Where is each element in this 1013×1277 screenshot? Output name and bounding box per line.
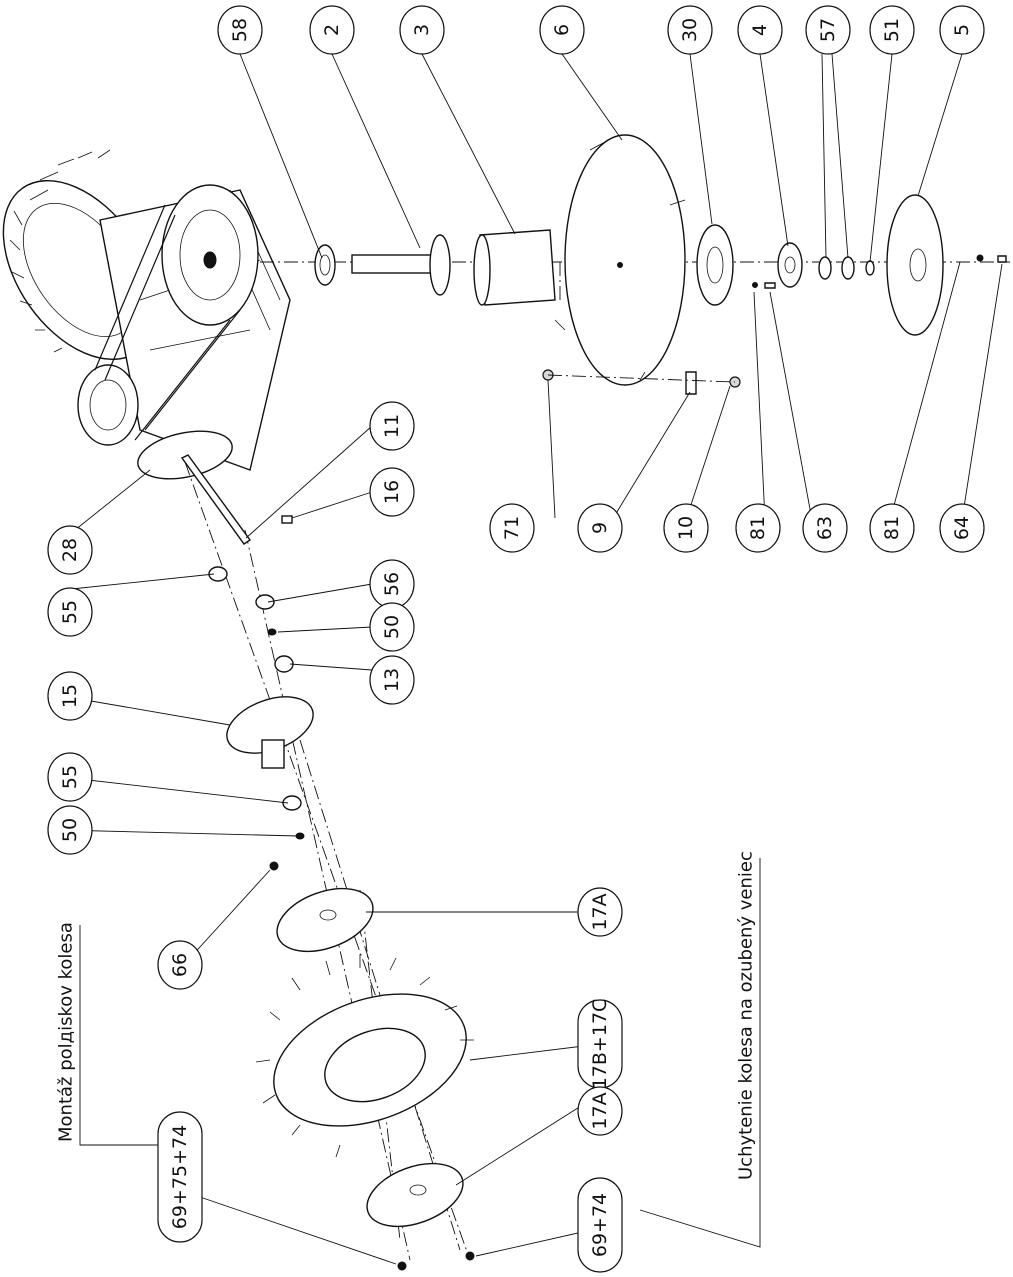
bolts-69 — [397, 1251, 475, 1271]
part-51-ring — [865, 260, 875, 276]
callout-50-upper: 50 — [381, 615, 403, 639]
small-fasteners — [542, 254, 1007, 395]
part-58-bearing — [314, 244, 336, 286]
callout-bubbles — [47, 5, 985, 1273]
callout-64: 64 — [951, 516, 973, 540]
callout-30: 30 — [679, 18, 701, 42]
part-17A-disc-top — [276, 887, 374, 953]
callout-55-upper: 55 — [59, 600, 81, 624]
callout-15: 15 — [59, 684, 81, 708]
callout-69-75-74: 69+75+74 — [169, 1125, 191, 1229]
callout-28: 28 — [59, 538, 81, 562]
callout-17A-top: 17A — [589, 893, 611, 930]
part-15-gear-plate — [226, 696, 314, 769]
callout-4: 4 — [749, 24, 771, 36]
callout-50-lower: 50 — [59, 818, 81, 842]
callout-11: 11 — [381, 414, 403, 438]
callout-17A-bottom: 17A — [589, 1092, 611, 1129]
callout-9: 9 — [589, 522, 611, 534]
part-66-bolt — [269, 861, 279, 871]
callout-66: 66 — [169, 953, 191, 977]
part-3-sleeve — [473, 229, 556, 306]
callout-56: 56 — [381, 572, 403, 596]
callout-57: 57 — [817, 18, 839, 42]
part-5-disc — [886, 194, 944, 336]
part-30-hub — [696, 224, 734, 306]
part-2-shaft — [351, 234, 451, 296]
part-4-flange — [777, 242, 803, 288]
callout-81-lower: 81 — [881, 516, 903, 540]
part-55-bearing-b — [282, 795, 302, 811]
part-55-bearing-a — [208, 566, 228, 582]
callout-3: 3 — [411, 24, 433, 36]
callout-16: 16 — [381, 480, 403, 504]
part-16-pin — [281, 515, 293, 524]
part-56-bearing — [255, 594, 275, 610]
callout-71: 71 — [501, 516, 523, 540]
callout-58: 58 — [229, 18, 251, 42]
callout-6: 6 — [551, 24, 573, 36]
machine-body — [2, 149, 291, 480]
part-50-ring-a — [267, 628, 277, 636]
caption-wheel-ring-mount: Uchytenie kolesa na ozubený veniec — [736, 851, 757, 1180]
callout-5: 5 — [951, 24, 973, 36]
callout-17B-17C: 17B+17C — [589, 999, 611, 1090]
callout-2: 2 — [321, 24, 343, 36]
part-57-bearings — [818, 256, 855, 280]
callout-51: 51 — [881, 18, 903, 42]
part-11-shaft — [180, 454, 251, 545]
caption-wheel-disc-assembly: Montáž polдiskov kolesa — [56, 922, 77, 1142]
callout-55-lower: 55 — [59, 765, 81, 789]
callout-63: 63 — [814, 516, 836, 540]
callout-13: 13 — [381, 668, 403, 692]
part-6-spinner-disc — [554, 134, 686, 386]
part-17BC-tire — [255, 954, 474, 1158]
part-17A-disc-bottom — [366, 1162, 464, 1228]
callout-81-upper: 81 — [747, 516, 769, 540]
callout-69-74: 69+74 — [589, 1193, 611, 1257]
callout-10: 10 — [675, 516, 697, 540]
